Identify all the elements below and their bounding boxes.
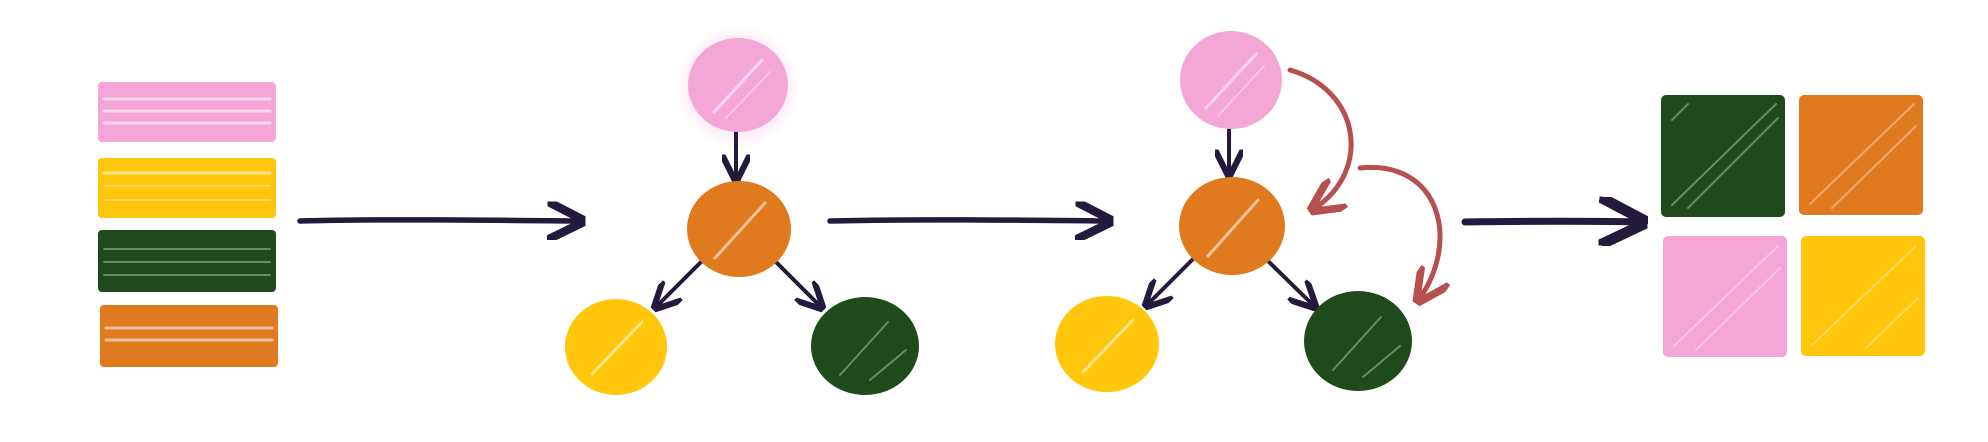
bar-pink <box>98 82 276 142</box>
node3-yellow <box>1055 296 1159 392</box>
tile-yellow <box>1801 236 1925 356</box>
node-dark-green <box>811 297 919 395</box>
arrow-stage3-to-stage4 <box>1461 221 1638 222</box>
tile-pink <box>1663 236 1787 357</box>
bar-dark-green <box>98 230 276 292</box>
edge-orange-to-yellow <box>657 258 705 306</box>
node3-orange <box>1179 177 1285 275</box>
stage-tree-transitions <box>1055 31 1440 392</box>
edge-orange-to-green <box>773 259 820 306</box>
edge3-orange-to-yellow <box>1148 256 1196 304</box>
node-pink <box>688 38 788 132</box>
stage-stacked-bars <box>98 82 278 367</box>
transition-pink-to-orange <box>1287 67 1354 208</box>
node-yellow <box>565 299 667 395</box>
node3-dark-green <box>1304 291 1412 391</box>
arrow-stage1-to-stage2 <box>297 220 578 221</box>
bar-orange <box>100 305 278 367</box>
arrow-stage2-to-stage3 <box>827 220 1106 221</box>
stage-grid <box>1661 95 1925 357</box>
bar-yellow <box>98 158 276 218</box>
node-orange <box>687 181 791 277</box>
tile-orange <box>1799 95 1923 215</box>
edge3-orange-to-green <box>1264 257 1313 305</box>
node3-pink <box>1180 31 1282 129</box>
transition-orange-to-green <box>1357 165 1440 298</box>
stage-tree <box>565 25 919 395</box>
tile-dark-green <box>1661 95 1785 217</box>
